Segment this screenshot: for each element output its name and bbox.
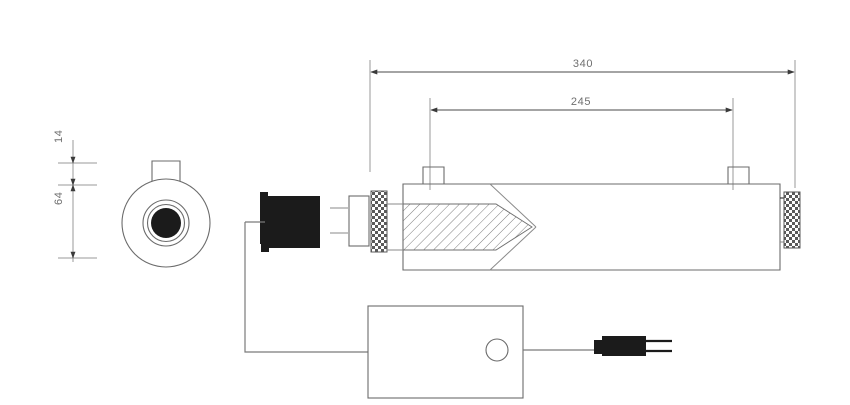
power-plug-black <box>602 336 646 356</box>
end-view-top-tab <box>151 160 181 186</box>
ballast-led-indicator <box>485 338 509 362</box>
dim-label-64: 64 <box>53 192 65 205</box>
gland-nut-right <box>780 191 801 249</box>
dimension-overall-length: 340 <box>369 58 796 188</box>
dimension-left-stack: 14 64 <box>53 130 97 262</box>
dim-label-340: 340 <box>573 58 593 70</box>
dim-label-245: 245 <box>571 96 591 108</box>
dimension-inner-length: 245 <box>429 96 734 190</box>
chamber-cutaway-break-lower <box>489 226 537 271</box>
chamber-port-tab-left <box>422 166 445 184</box>
quartz-sleeve-hatched <box>402 203 533 251</box>
lamp-cable-route <box>244 222 368 353</box>
lamp-cap-notch-bottom <box>261 244 269 252</box>
end-view-flange <box>121 160 211 268</box>
lamp-cap-body <box>265 196 320 248</box>
gland-nut-right-knurl <box>783 191 801 249</box>
lamp-cap-notch-top <box>260 192 268 200</box>
connector-body <box>348 195 370 247</box>
dim-label-14: 14 <box>53 130 65 143</box>
port-bore-filled <box>151 208 181 238</box>
power-plug-collar <box>594 340 602 354</box>
lamp-end-cap-black <box>260 192 320 252</box>
side-view-chamber <box>387 166 781 271</box>
chamber-port-tab-right <box>727 166 750 184</box>
ballast-unit <box>367 305 524 399</box>
power-cord-assembly <box>523 336 672 356</box>
chamber-cutaway-break-upper <box>489 183 537 228</box>
lamp-connector-pins <box>330 195 370 247</box>
lamp-gland-nut-left <box>370 190 388 253</box>
gland-nut-left-knurl <box>370 190 388 253</box>
